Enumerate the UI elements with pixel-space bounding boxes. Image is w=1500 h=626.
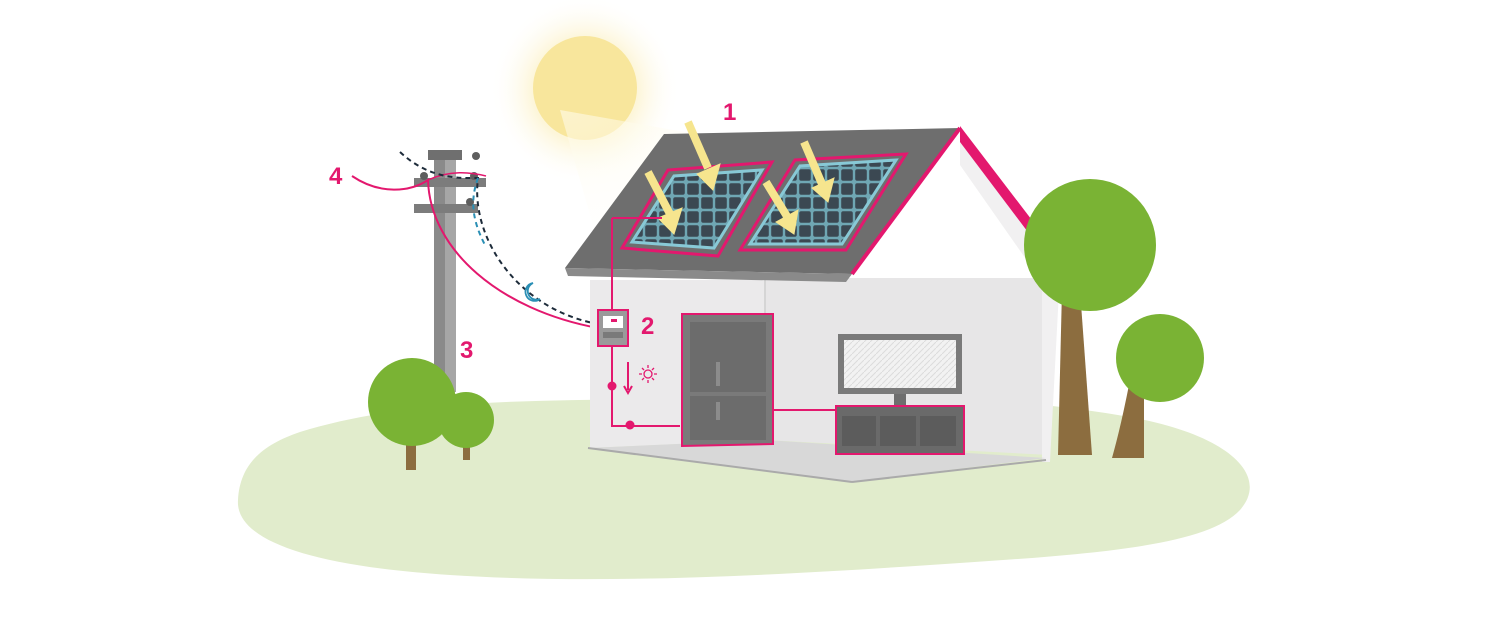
electricity-meter <box>597 309 629 347</box>
junction-dot <box>625 420 635 430</box>
grid-wire-day-upper <box>427 172 487 181</box>
sun-icon <box>639 365 657 383</box>
callout-1: 1 <box>723 99 736 126</box>
callout-3: 3 <box>460 337 473 364</box>
refrigerator <box>681 313 774 448</box>
moon-icon <box>524 282 541 302</box>
callout-2: 2 <box>641 313 654 340</box>
house-gable-wall <box>960 140 1060 462</box>
house-wiring <box>611 344 840 427</box>
tree-large-right <box>1024 179 1204 458</box>
grid-wire-day <box>351 175 599 329</box>
television <box>835 334 965 455</box>
panel-wiring <box>611 217 662 312</box>
tree-small-left <box>368 358 494 470</box>
junction-dot <box>607 381 617 391</box>
house-floor <box>588 440 1046 482</box>
flow-arrow-icon <box>623 362 633 396</box>
sunlight-arrow-icon <box>644 120 835 235</box>
callout-4: 4 <box>329 163 343 190</box>
grid-wire-night <box>399 151 599 325</box>
